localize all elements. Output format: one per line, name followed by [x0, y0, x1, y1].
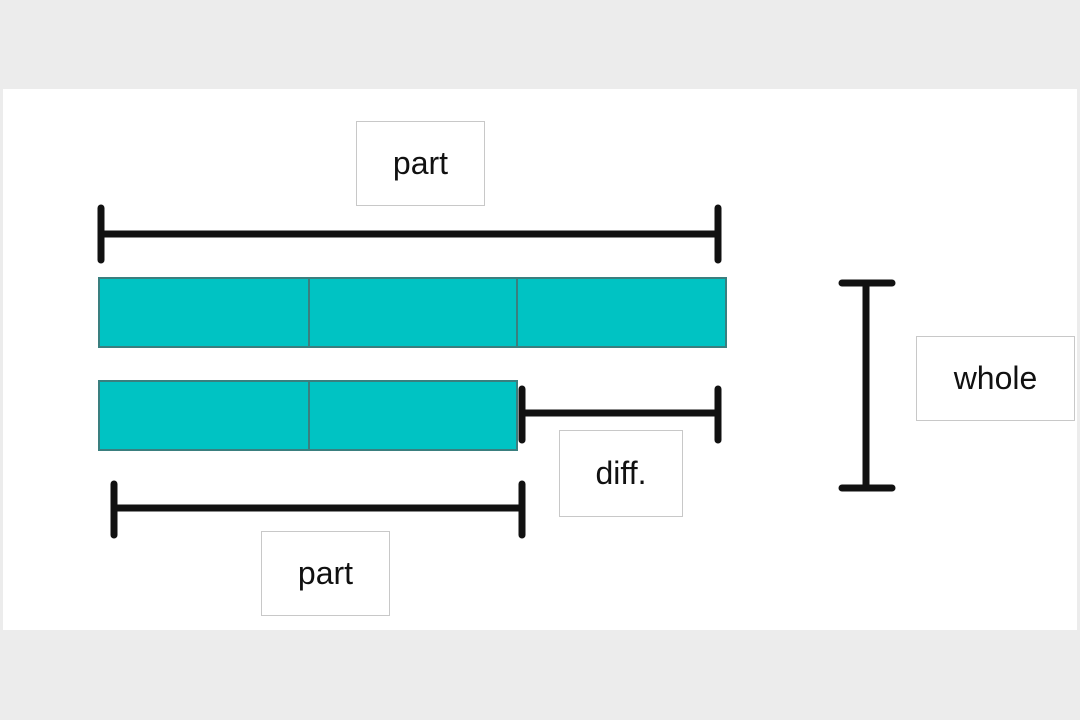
whole-label-text: whole [953, 360, 1038, 396]
bottom-part-bracket [110, 480, 526, 539]
difference-label-text: diff. [595, 455, 647, 491]
top-part-label-text: part [392, 145, 449, 181]
whole-label: whole [916, 336, 1075, 421]
whole-bracket [838, 279, 896, 492]
top-part-label: part [356, 121, 485, 206]
bottom-tape-bar [98, 380, 518, 451]
bottom-part-label-text: part [297, 555, 354, 591]
top-tape-bar [98, 277, 727, 348]
difference-bracket [518, 385, 722, 444]
diagram-panel [3, 89, 1077, 630]
bottom-bar-unit-1 [98, 380, 310, 451]
top-bar-unit-2 [308, 277, 518, 348]
bottom-bar-unit-2 [308, 380, 518, 451]
difference-label: diff. [559, 430, 683, 517]
bottom-part-label: part [261, 531, 390, 616]
top-part-bracket [97, 204, 722, 264]
top-bar-unit-3 [516, 277, 727, 348]
top-bar-unit-1 [98, 277, 310, 348]
